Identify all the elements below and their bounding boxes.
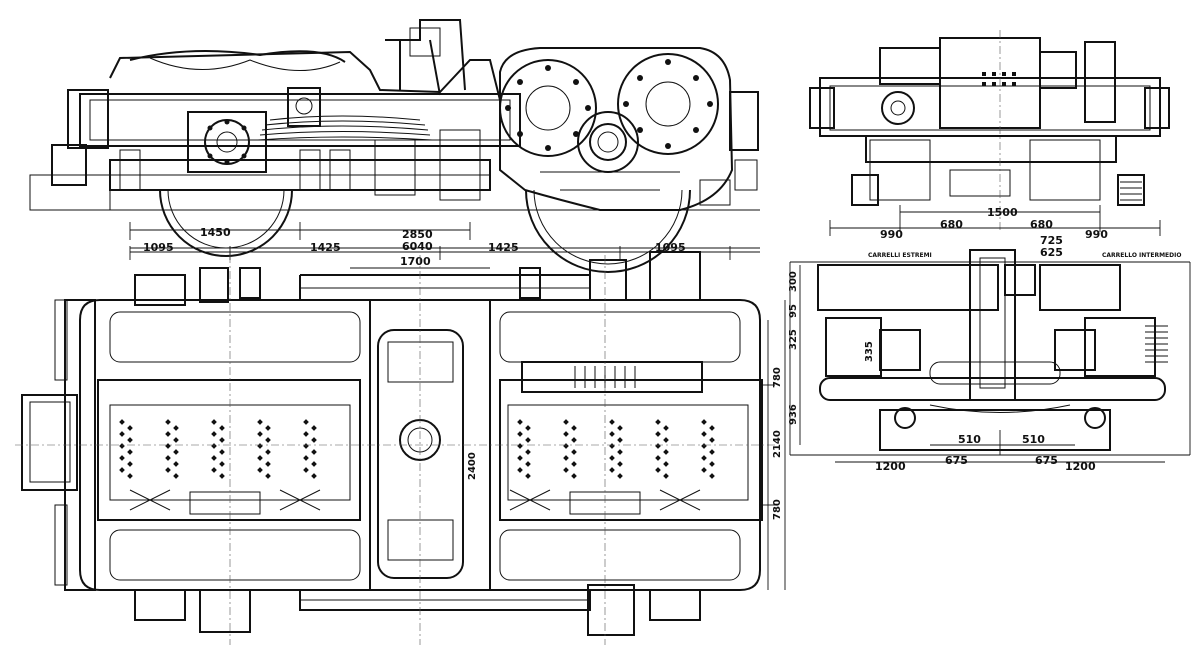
dim-1450: 1450 bbox=[200, 226, 231, 239]
side-view: 1450 2850 6040 bbox=[29, 19, 760, 273]
dim-780-top: 780 bbox=[772, 367, 783, 388]
dim-1425-left: 1425 bbox=[310, 241, 341, 254]
end-view: 1500 680 680 990 990 bbox=[809, 30, 1170, 241]
dim-2850: 2850 bbox=[402, 228, 433, 241]
dim-2400: 2400 bbox=[467, 452, 478, 480]
dim-510-left: 510 bbox=[958, 433, 981, 446]
dim-680-right: 680 bbox=[1030, 218, 1053, 231]
label-carrello-intermedio: CARRELLO INTERMEDIO bbox=[1102, 252, 1181, 259]
dim-680-left: 680 bbox=[940, 218, 963, 231]
leaf-spring bbox=[257, 115, 433, 141]
dim-780-bottom: 780 bbox=[772, 499, 783, 520]
dim-990-left: 990 bbox=[880, 228, 903, 241]
dim-1200-left: 1200 bbox=[875, 460, 906, 473]
dim-2140: 2140 bbox=[772, 430, 783, 458]
dim-325: 325 bbox=[788, 329, 799, 350]
dim-625: 625 bbox=[1040, 246, 1063, 259]
dim-1425-right: 1425 bbox=[488, 241, 519, 254]
label-carrelli-estremi: CARRELLI ESTREMI bbox=[868, 252, 932, 259]
dim-300: 300 bbox=[788, 271, 799, 292]
dim-1095-right: 1095 bbox=[655, 241, 686, 254]
cross-section: CARRELLI ESTREMI CARRELLO INTERMEDIO 725… bbox=[788, 234, 1191, 473]
gear-case bbox=[499, 47, 734, 211]
dim-335: 335 bbox=[864, 341, 875, 362]
plan-view: 1095 1425 1425 1095 1700 bbox=[15, 241, 799, 645]
dim-675-left: 675 bbox=[945, 454, 968, 467]
dim-1500: 1500 bbox=[987, 206, 1018, 219]
dim-675-right: 675 bbox=[1035, 454, 1058, 467]
dim-6040: 6040 bbox=[402, 240, 433, 253]
right-panel-dots bbox=[507, 404, 749, 501]
dim-725: 725 bbox=[1040, 234, 1063, 247]
dim-510-right: 510 bbox=[1022, 433, 1045, 446]
dim-1095-left: 1095 bbox=[143, 241, 174, 254]
dim-990-right: 990 bbox=[1085, 228, 1108, 241]
dim-1700: 1700 bbox=[400, 255, 431, 268]
dim-936: 936 bbox=[788, 404, 799, 425]
dim-95: 95 bbox=[788, 304, 799, 318]
dim-1200-right: 1200 bbox=[1065, 460, 1096, 473]
